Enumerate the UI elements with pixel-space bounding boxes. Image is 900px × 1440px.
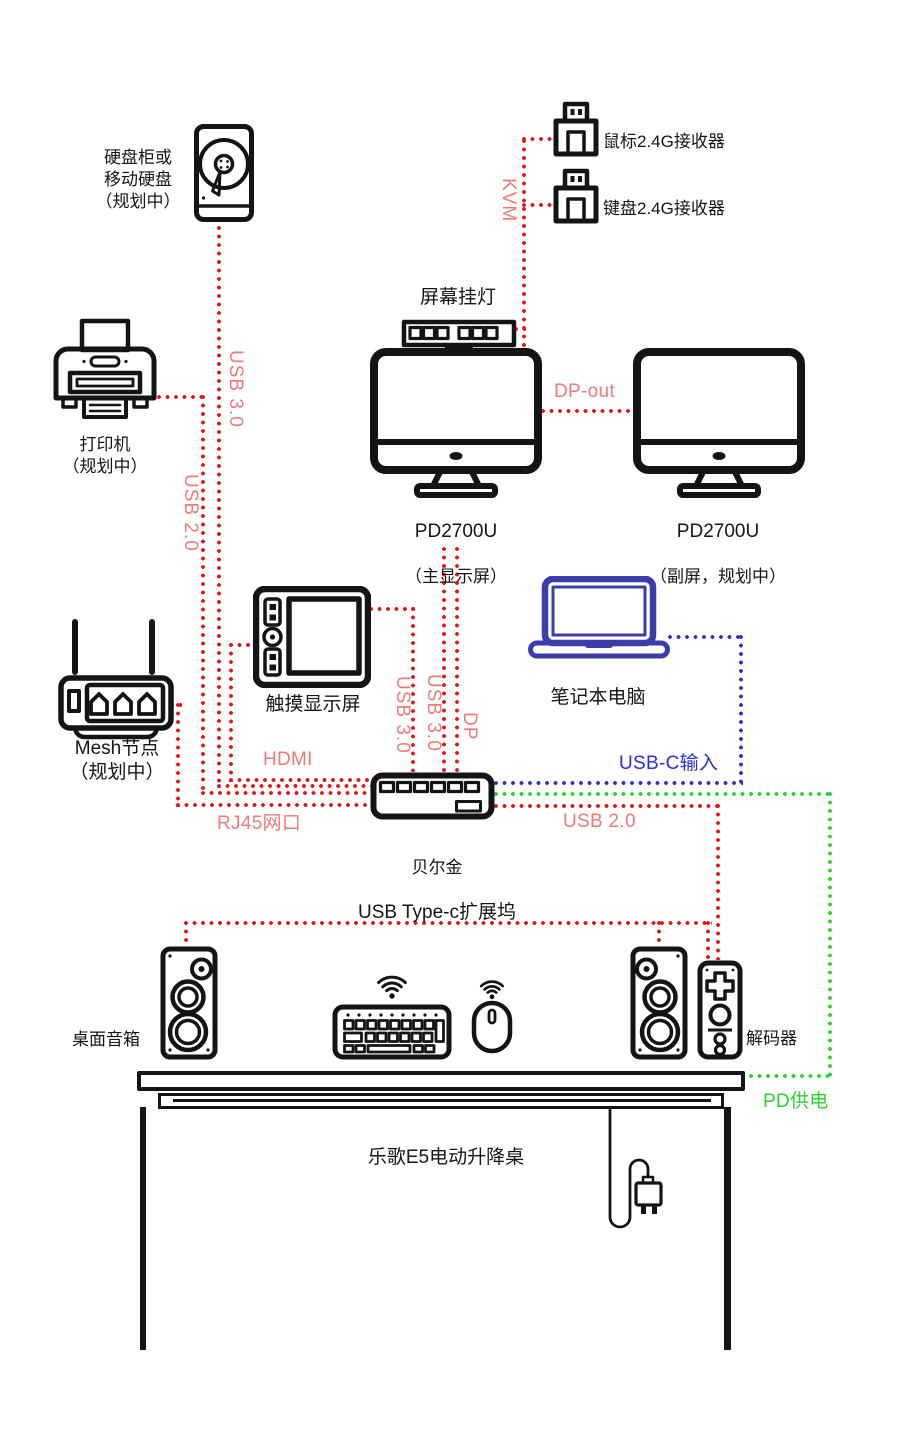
hdd-label: 硬盘柜或 移动硬盘 （规划中）: [95, 148, 181, 211]
cable-dock-usb20-horizontal: [494, 804, 720, 808]
monitor-main-icon: [370, 348, 542, 498]
left-speaker-icon: [160, 946, 218, 1060]
cable-kvm-to-keyboard-receiver: [522, 203, 554, 207]
cable-pd-to-desk: [749, 1074, 832, 1078]
usb30-monitor-label: USB 3.0: [423, 674, 444, 752]
cable-kvm-to-mouse-receiver: [522, 137, 554, 141]
cable-mesh-rj45-vertical: [176, 703, 180, 807]
printer-label: 打印机 （规划中）: [62, 435, 148, 476]
monitor-main-model: PD2700U: [414, 521, 498, 542]
mouse-wifi-icon: [473, 976, 511, 1000]
decoder-icon: [697, 960, 743, 1060]
kvm-label: KVM: [498, 178, 519, 223]
cable-pd-horizontal-top: [494, 792, 832, 796]
screen-light-icon: [401, 317, 517, 351]
cable-dp-out: [541, 409, 636, 413]
printer-icon: [53, 318, 157, 422]
laptop-icon: [528, 576, 670, 660]
mouse-icon: [471, 1000, 513, 1054]
usb20-printer-label: USB 2.0: [180, 474, 201, 552]
pd-power-label: PD供电: [763, 1091, 829, 1112]
cable-laptop-usbc-vertical: [739, 635, 743, 785]
cable-printer-usb20-vertical: [201, 395, 205, 795]
hdmi-label: HDMI: [263, 749, 313, 770]
cable-touch-hdmi-horizontal: [229, 778, 374, 782]
dock-name: USB Type-c扩展坞: [357, 902, 517, 923]
mouse-receiver-icon: [553, 101, 599, 157]
dp-out-label: DP-out: [554, 381, 615, 402]
cable-touch-hdmi-vertical: [229, 643, 233, 782]
monitor-main-label: PD2700U （主显示屏）: [366, 498, 546, 610]
monitor-secondary-label: PD2700U （副屏，规划中）: [628, 498, 808, 610]
touch-display-label: 触摸显示屏: [265, 694, 361, 715]
hdd-icon: [193, 123, 255, 223]
mesh-router-icon: [58, 614, 174, 740]
cable-pd-vertical: [828, 792, 832, 1078]
cable-printer-usb20-horizontal: [201, 791, 374, 795]
cable-kvm-vertical: [522, 139, 526, 351]
cable-dock-usb20-vertical: [716, 804, 720, 960]
desk-shelf-slot: [173, 1099, 711, 1102]
desk-label: 乐歌E5电动升降桌: [367, 1147, 525, 1168]
usb30-hdd-label: USB 3.0: [225, 350, 246, 428]
cable-monitor-dp: [455, 547, 459, 775]
cable-bus-to-decoder: [706, 921, 710, 962]
keyboard-receiver-icon: [553, 168, 599, 224]
usb30-touch-label: USB 3.0: [392, 676, 413, 754]
rj45-label: RJ45网口: [217, 813, 302, 834]
desk-shelf: [158, 1093, 724, 1109]
desk-left-leg: [140, 1107, 146, 1350]
dp-monitor-label: DP: [459, 712, 480, 741]
mesh-node-label: Mesh节点 （规划中）: [69, 738, 165, 783]
dock-label: 贝尔金 USB Type-c扩展坞: [335, 835, 539, 947]
cable-touch-usb30-vertical: [411, 607, 415, 772]
speakers-label: 桌面音箱: [72, 1030, 140, 1049]
cable-monitor-usb30: [442, 547, 446, 775]
cable-mesh-rj45-horizontal: [176, 803, 374, 807]
monitor-secondary-model: PD2700U: [676, 521, 760, 542]
cable-printer-usb20-out: [157, 395, 205, 399]
touch-display-icon: [253, 586, 371, 688]
cable-touch-hdmi-out: [229, 643, 255, 647]
power-plug-icon: [596, 1107, 668, 1252]
dock-brand: 贝尔金: [411, 858, 463, 877]
cable-laptop-usbc-out: [668, 635, 743, 639]
cable-hdd-usb30-horizontal: [217, 784, 374, 788]
desk-top: [137, 1071, 745, 1091]
cable-left-speaker-drop: [184, 921, 188, 948]
cable-touch-usb30-out: [369, 607, 415, 611]
monitor-secondary-icon: [633, 348, 805, 498]
laptop-label: 笔记本电脑: [550, 687, 646, 708]
usbc-input-label: USB-C输入: [619, 753, 719, 774]
monitor-main-note: （主显示屏）: [405, 567, 507, 586]
keyboard-receiver-label: 键盘2.4G接收器: [603, 199, 725, 218]
cable-hdd-usb30-vertical: [217, 226, 221, 788]
cable-right-speaker-drop: [657, 921, 661, 948]
usb20-decoder-label: USB 2.0: [563, 811, 636, 832]
screen-light-label: 屏幕挂灯: [419, 287, 496, 308]
keyboard-wifi-icon: [368, 970, 416, 1000]
monitor-secondary-note: （副屏，规划中）: [650, 567, 786, 586]
cable-light-to-kvm: [514, 327, 526, 331]
dock-icon: [370, 772, 495, 820]
cable-speaker-bus: [184, 921, 712, 925]
desk-right-leg: [724, 1107, 731, 1350]
mouse-receiver-label: 鼠标2.4G接收器: [603, 132, 725, 151]
keyboard-icon: [332, 1000, 452, 1060]
right-speaker-icon: [630, 946, 688, 1060]
cable-laptop-usbc-horizontal: [494, 781, 743, 785]
decoder-label: 解码器: [746, 1029, 797, 1048]
